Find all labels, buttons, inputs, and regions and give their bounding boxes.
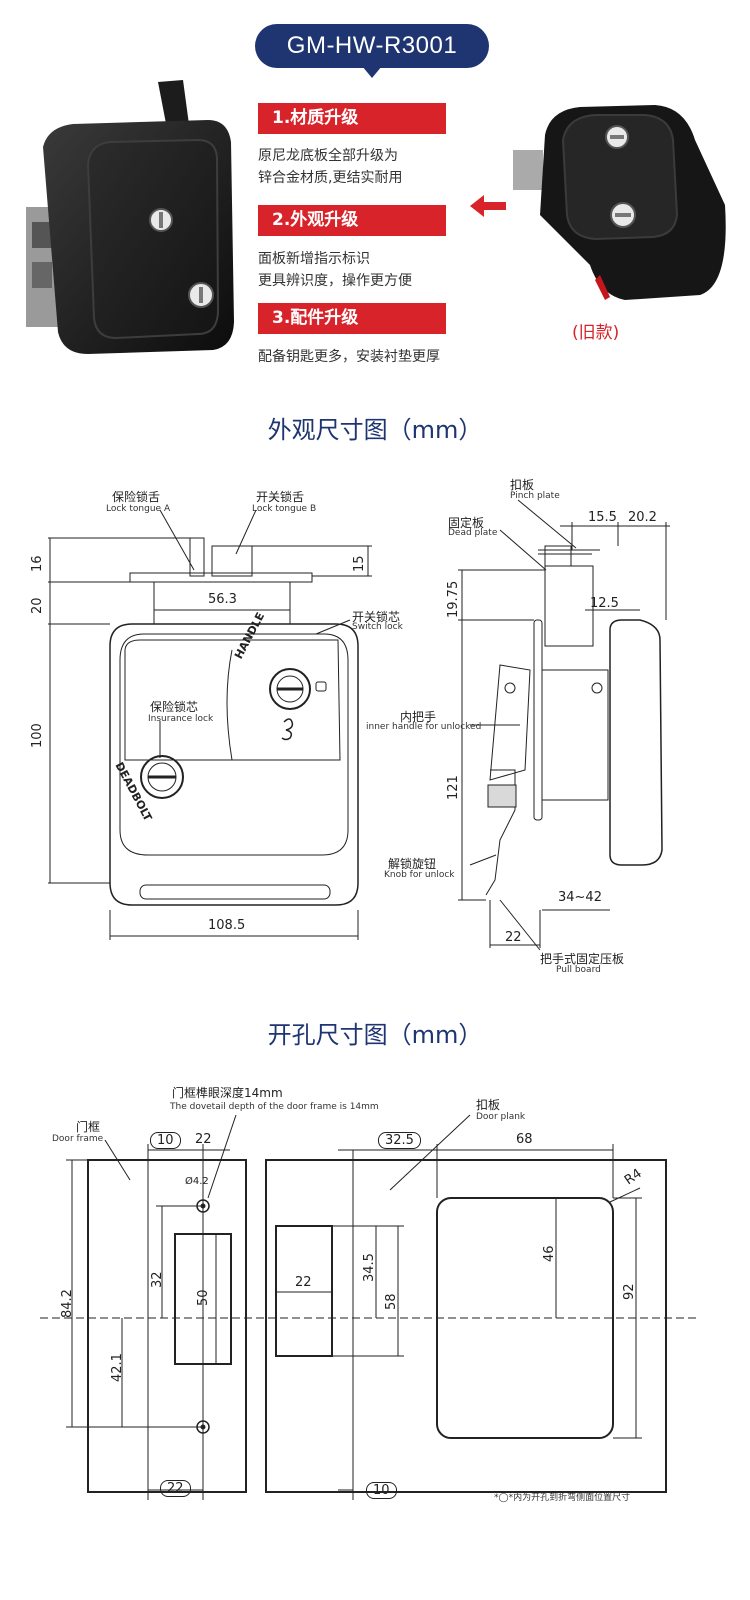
dim-15-5: 15.5 (588, 510, 617, 525)
dovetail-label-cn: 门框榫眼深度14mm (172, 1086, 283, 1100)
old-model-label: (旧款) (572, 323, 620, 343)
dovetail-label-en: The dovetail depth of the door frame is … (170, 1102, 379, 1112)
dim-34-42: 34~42 (558, 890, 602, 905)
lock-tongue-a-shape (189, 537, 205, 577)
dim-50: 50 (196, 1289, 211, 1306)
dim-12-5: 12.5 (590, 596, 619, 611)
appearance-section-title: 外观尺寸图（mm） (267, 416, 483, 444)
knob-label-cn: 解锁旋钮 (388, 857, 437, 871)
knob-label-en: Knob for unlock (384, 870, 455, 880)
inner-handle-label-cn: 内把手 (400, 710, 437, 724)
dim-108-5: 108.5 (208, 918, 246, 933)
feature-3-desc: 配备钥匙更多，安装衬垫更厚 (258, 346, 440, 368)
model-badge: GM-HW-R3001 (255, 24, 489, 68)
insurance-lock-cylinder-icon (140, 755, 184, 799)
door-frame-label-en: Door frame (52, 1134, 104, 1144)
badge-pointer (362, 66, 382, 78)
lock-tongue-a-label-cn: 保险锁舌 (112, 490, 161, 504)
feature-3-desc-line-1: 配备钥匙更多，安装衬垫更厚 (258, 349, 440, 365)
dim-121: 121 (446, 775, 461, 800)
door-frame-label-cn: 门框 (76, 1120, 101, 1134)
dim-84-2: 84.2 (60, 1289, 75, 1318)
pull-board-label-en: Pull board (556, 965, 601, 975)
feature-1-title: 1.材质升级 (258, 103, 446, 134)
feature-1-desc-line-2: 锌合金材质,更结实耐用 (258, 170, 403, 186)
dim-10-a: 10 (150, 1132, 181, 1149)
dim-20-2: 20.2 (628, 510, 657, 525)
dead-plate-label-cn: 固定板 (448, 516, 485, 530)
dim-32: 32 (150, 1271, 165, 1288)
dim-58: 58 (384, 1293, 399, 1310)
door-plank-panel (265, 1159, 667, 1493)
new-lock-image (26, 80, 234, 354)
plank-tongue-cutout (275, 1225, 333, 1357)
dim-32-5: 32.5 (378, 1132, 421, 1149)
feature-2-desc: 面板新增指示标识 更具辨识度，操作更方便 (258, 248, 412, 292)
dim-10-b: 10 (366, 1482, 397, 1499)
side-housing-outline (609, 619, 663, 866)
cutout-section-title: 开孔尺寸图（mm） (267, 1021, 483, 1049)
dim-92: 92 (622, 1283, 637, 1300)
lock-tongue-b-label-en: Lock tongue B (252, 504, 317, 514)
cutout-drawing (40, 1114, 700, 1500)
feature-1-desc: 原尼龙底板全部升级为 锌合金材质,更结实耐用 (258, 145, 402, 189)
dim-46: 46 (542, 1245, 557, 1262)
insurance-lock-label-en: Insurance lock (148, 714, 214, 724)
feature-1-desc-line-1: 原尼龙底板全部升级为 (258, 148, 398, 164)
dim-42-1: 42.1 (110, 1353, 125, 1382)
lock-tongue-b-label-cn: 开关锁舌 (256, 490, 305, 504)
inner-handle-label-en: inner handle for unlocked (366, 722, 482, 732)
lock-tongue-a-label-en: Lock tongue A (106, 504, 171, 514)
feature-2-desc-line-2: 更具辨识度，操作更方便 (258, 273, 412, 289)
pull-board-label-cn: 把手式固定压板 (540, 952, 625, 966)
pinch-plate-label-cn: 扣板 (510, 478, 535, 492)
dim-22-b: 22 (160, 1480, 191, 1497)
door-plank-label-en: Door plank (476, 1112, 526, 1122)
dim-22: 22 (505, 930, 522, 945)
switch-lock-label-en: Switch lock (352, 622, 403, 632)
feature-3-title: 3.配件升级 (258, 303, 446, 334)
switch-lock-label-cn: 开关锁芯 (352, 610, 401, 624)
feature-2-title: 2.外观升级 (258, 205, 446, 236)
pinch-plate-label-en: Pinch plate (510, 491, 560, 501)
lock-tongue-b-shape (211, 545, 253, 577)
dim-56-3: 56.3 (208, 592, 237, 607)
footnote: *◯*内为开孔到折弯侧面位置尺寸 (494, 1493, 631, 1503)
door-frame-panel (87, 1159, 247, 1493)
dim-phi-4-2: Ø4.2 (185, 1176, 209, 1187)
dim-68: 68 (516, 1132, 533, 1147)
dim-22-a: 22 (195, 1132, 212, 1147)
dim-16: 16 (30, 555, 45, 572)
appearance-drawing (48, 499, 670, 951)
door-plank-label-cn: 扣板 (476, 1098, 501, 1112)
front-housing-outline (109, 623, 359, 906)
dim-20: 20 (30, 597, 45, 614)
dim-100: 100 (30, 723, 45, 748)
old-lock-image (513, 105, 726, 300)
dim-22-c: 22 (295, 1275, 312, 1290)
dim-34-5: 34.5 (362, 1253, 377, 1282)
feature-2-desc-line-1: 面板新增指示标识 (258, 251, 370, 267)
dim-15: 15 (352, 555, 367, 572)
insurance-lock-label-cn: 保险锁芯 (150, 700, 199, 714)
dim-19-75: 19.75 (446, 580, 461, 618)
plank-main-cutout (436, 1197, 614, 1439)
dead-plate-label-en: Dead plate (448, 528, 498, 538)
switch-lock-cylinder-icon (269, 668, 311, 710)
left-arrow-icon (470, 195, 506, 217)
